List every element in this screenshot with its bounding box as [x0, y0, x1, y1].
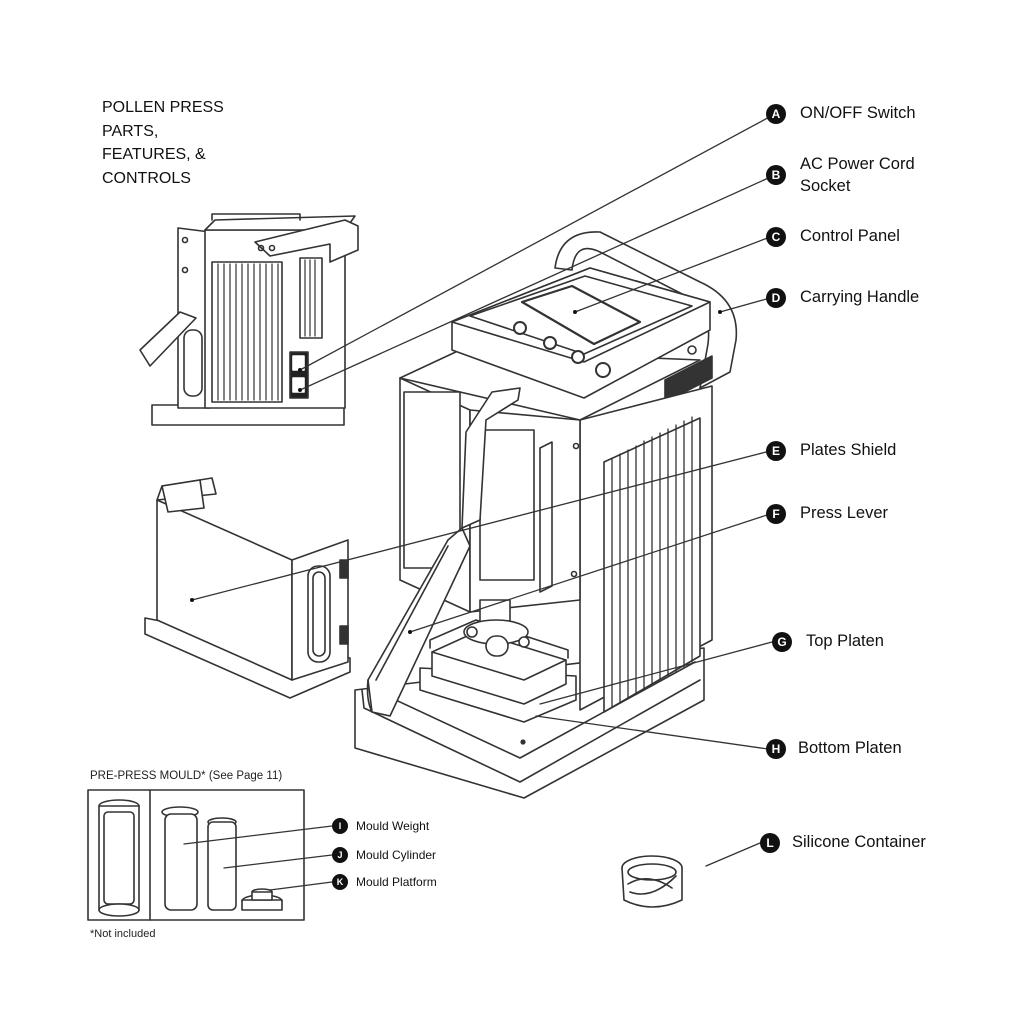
callout-mould-platform: K Mould Platform — [332, 874, 437, 890]
callout-badge: B — [766, 165, 786, 185]
callout-label: Top Platen — [806, 632, 884, 650]
main-press-illustration — [354, 231, 738, 799]
callout-badge: D — [766, 288, 786, 308]
callout-power-socket: B AC Power Cord Socket — [766, 155, 915, 197]
callout-badge: G — [772, 632, 792, 652]
callout-label: Press Lever — [800, 504, 889, 522]
callout-plates-shield: E Plates Shield — [766, 441, 896, 461]
callout-on-off-switch: A ON/OFF Switch — [766, 104, 916, 124]
diagram-title: POLLEN PRESS PARTS, FEATURES, & CONTROLS — [102, 96, 224, 190]
callout-mould-weight: I Mould Weight — [332, 818, 429, 834]
not-included-note: *Not included — [90, 928, 156, 940]
callout-label: Carrying Handle — [800, 288, 920, 306]
callout-mould-cylinder: J Mould Cylinder — [332, 847, 436, 863]
callout-label: Mould Weight — [356, 819, 430, 833]
callout-silicone-container: L Silicone Container — [760, 833, 926, 853]
callout-control-panel: C Control Panel — [766, 227, 900, 247]
callout-badge: L — [760, 833, 780, 853]
callout-label: Silicone Container — [792, 833, 926, 851]
callout-press-lever: F Press Lever — [766, 504, 888, 524]
plates-shield-illustration — [144, 477, 351, 699]
callout-label: Plates Shield — [800, 441, 897, 459]
callout-badge: F — [766, 504, 786, 524]
callout-badge: E — [766, 441, 786, 461]
title-line: CONTROLS — [102, 169, 191, 187]
callout-badge: J — [332, 847, 348, 863]
callout-label: Bottom Platen — [798, 739, 902, 757]
callout-badge: C — [766, 227, 786, 247]
title-line: FEATURES, & — [102, 146, 206, 163]
silicone-container-illustration — [621, 855, 683, 908]
callout-label: Control Panel — [800, 227, 900, 245]
callout-badge: H — [766, 739, 786, 759]
callout-badge: K — [332, 874, 348, 890]
mould-box-illustration — [87, 789, 305, 921]
mould-heading: PRE-PRESS MOULD* (See Page 11) — [90, 770, 283, 782]
rear-view-illustration — [139, 213, 359, 426]
leader-lines — [183, 113, 776, 891]
callout-label: Mould Cylinder — [356, 848, 437, 862]
callout-top-platen: G Top Platen — [772, 632, 884, 652]
callout-badge: I — [332, 818, 348, 834]
callout-label: ON/OFF Switch — [800, 104, 916, 122]
callout-badge: A — [766, 104, 786, 124]
callout-carrying-handle: D Carrying Handle — [766, 288, 919, 308]
callout-label: AC Power Cord — [800, 155, 915, 173]
callout-label: Mould Platform — [356, 875, 437, 889]
title-line: PARTS, — [102, 122, 159, 140]
callout-bottom-platen: H Bottom Platen — [766, 739, 902, 759]
callout-label: Socket — [800, 177, 851, 195]
title-line: POLLEN PRESS — [102, 99, 224, 116]
